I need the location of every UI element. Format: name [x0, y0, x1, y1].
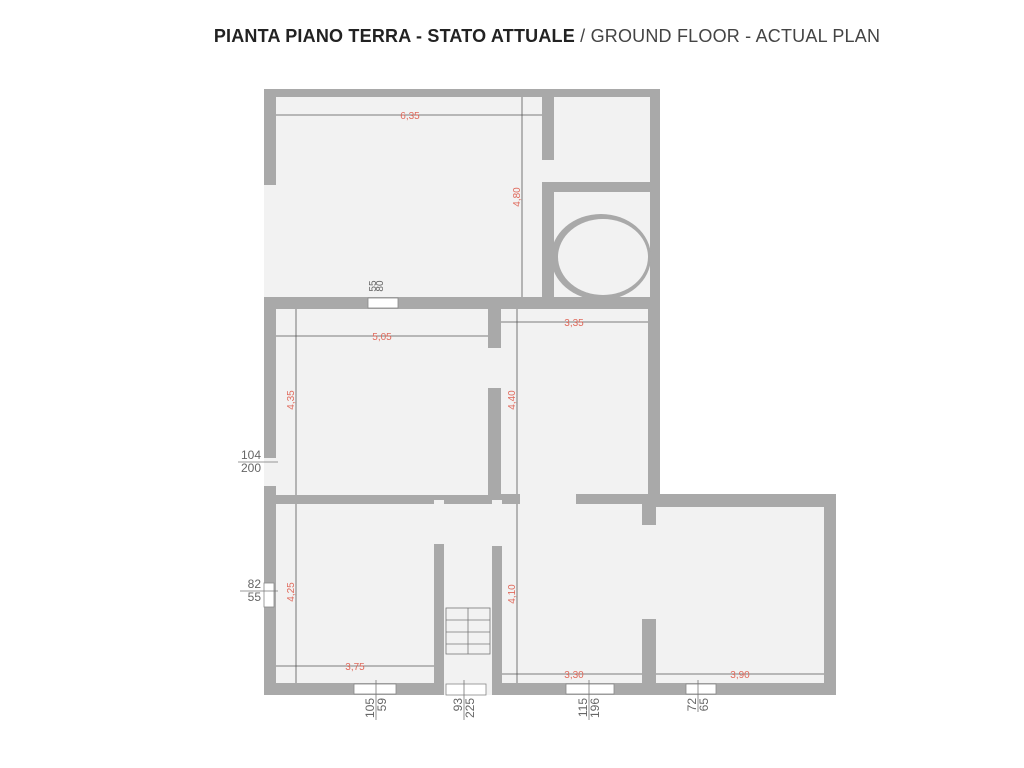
door-bottom-left — [434, 500, 444, 544]
opening-top-left — [264, 185, 276, 297]
opening-left-lower-b: 55 — [248, 590, 262, 604]
opening-bottom-1-a: 105 — [363, 698, 377, 718]
room-bottom-right — [656, 507, 824, 683]
opening-bottom-4-a: 72 — [685, 698, 699, 712]
dim-bottom-mid-width: 3,30 — [564, 670, 584, 681]
window-bottom-3 — [565, 683, 615, 695]
window-left-lower — [263, 582, 275, 608]
opening-top-window-b: 55 — [368, 280, 379, 292]
room-top-left — [276, 97, 542, 297]
door-bottom-2 — [445, 683, 487, 696]
window-bottom-1 — [353, 683, 397, 695]
dim-mid-left-width: 5,05 — [372, 332, 392, 343]
dim-bottom-left-height: 4,25 — [286, 582, 297, 602]
room-bottom-left — [276, 504, 434, 683]
staircase — [445, 607, 491, 655]
opening-top-window-a: 80 — [375, 280, 386, 292]
dim-top-room-height: 4,80 — [512, 187, 523, 207]
bath-fixture — [558, 219, 648, 295]
opening-mid-wall — [488, 348, 501, 388]
plan-title: PIANTA PIANO TERRA - STATO ATTUALE / GRO… — [0, 26, 1024, 47]
room-mid-left — [276, 309, 488, 495]
opening-bottom-3-a: 115 — [576, 698, 590, 717]
room-top-right — [554, 97, 650, 182]
opening-bottom-2-b: 225 — [463, 698, 477, 718]
dimension-lines — [276, 97, 824, 683]
door-mid-to-bottom — [520, 494, 576, 504]
window-bottom-4 — [685, 683, 717, 695]
plan-title-separator: / — [574, 26, 591, 46]
door-bottom-right-inner — [642, 525, 656, 619]
door-left-upper — [264, 458, 276, 486]
opening-bottom-4-b: 65 — [697, 698, 711, 712]
opening-bottom-3-b: 196 — [588, 698, 602, 718]
dim-bottom-mid-height: 4,10 — [507, 584, 518, 604]
dim-mid-left-height: 4,35 — [286, 390, 297, 410]
opening-top-inner — [542, 160, 554, 182]
room-bottom-mid — [502, 504, 642, 683]
stair-corridor — [444, 504, 492, 695]
opening-left-upper-b: 200 — [241, 461, 261, 475]
opening-left-lower-a: 82 — [248, 577, 262, 591]
dim-bottom-right-width: 3,90 — [730, 670, 750, 681]
plan-title-sub: GROUND FLOOR - ACTUAL PLAN — [590, 26, 881, 46]
dim-top-room-width: 6,35 — [400, 111, 420, 122]
dim-bottom-left-width: 3,75 — [345, 662, 365, 673]
window-top — [367, 297, 399, 309]
dim-mid-right-height: 4,40 — [507, 390, 518, 410]
door-bottom-mid — [492, 500, 502, 546]
opening-bottom-1-b: 59 — [375, 698, 389, 712]
opening-bottom-2-a: 93 — [451, 698, 465, 712]
plan-title-main: PIANTA PIANO TERRA - STATO ATTUALE — [213, 26, 575, 46]
opening-left-upper-a: 104 — [241, 448, 261, 462]
room-mid-right — [501, 309, 648, 494]
dim-mid-right-width: 3,35 — [564, 318, 584, 329]
